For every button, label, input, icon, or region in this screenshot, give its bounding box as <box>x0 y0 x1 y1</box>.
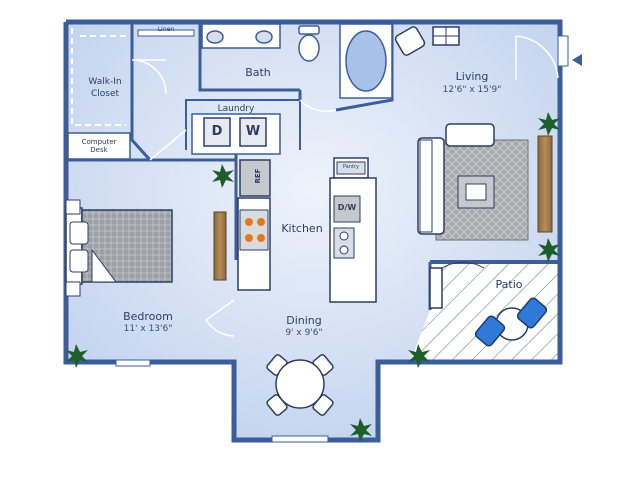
computer-desk-label: Computer Desk <box>81 138 117 154</box>
bath-label: Bath <box>245 66 271 79</box>
nightstand <box>65 199 81 215</box>
living-label: Living <box>455 70 489 83</box>
bedroom-dimensions: 11' x 13'6" <box>123 324 173 334</box>
patio-label: Patio <box>495 278 523 291</box>
entry-door-swing <box>515 35 559 79</box>
computer-desk <box>67 132 131 160</box>
nightstand <box>65 281 81 297</box>
dining-dimensions: 9' x 9'6" <box>285 328 323 338</box>
refrigerator-label: REF <box>254 168 262 184</box>
bedroom-label: Bedroom <box>123 310 173 323</box>
window <box>271 435 329 443</box>
kitchen-label: Kitchen <box>281 222 323 235</box>
sink-icon <box>206 30 224 44</box>
window <box>115 359 151 367</box>
burner-icon <box>245 218 265 242</box>
dishwasher-label: D/W <box>337 203 357 212</box>
bathtub-basin <box>345 30 387 92</box>
walk-in-closet-label: Walk-In Closet <box>88 77 122 99</box>
sofa-top <box>445 123 495 147</box>
dining-table <box>275 359 325 409</box>
floor-fill <box>66 22 560 440</box>
dryer-label: D <box>211 124 223 139</box>
dryer <box>203 117 231 147</box>
washer <box>239 117 267 147</box>
sink-icon <box>255 30 273 44</box>
armchair <box>394 26 426 56</box>
toilet-icon <box>298 34 320 62</box>
entry-arrow-icon <box>572 54 582 66</box>
dining-label: Dining <box>286 314 322 327</box>
headboard <box>65 207 83 285</box>
laundry-label: Laundry <box>217 104 255 114</box>
tv-stand <box>537 135 553 233</box>
patio-bench <box>429 267 443 309</box>
dining-chairs <box>266 354 334 416</box>
dresser <box>213 211 227 281</box>
kitchen-sink <box>333 227 355 259</box>
stove <box>239 209 269 251</box>
plant-icon <box>66 112 560 442</box>
dishwasher <box>333 195 361 223</box>
pantry-label: Pantry <box>343 164 359 170</box>
linen-label: Linen <box>157 26 175 33</box>
patio-notch <box>410 262 430 362</box>
washer-label: W <box>245 124 261 139</box>
living-dimensions: 12'6" x 15'9" <box>442 85 502 95</box>
refrigerator <box>239 159 271 197</box>
